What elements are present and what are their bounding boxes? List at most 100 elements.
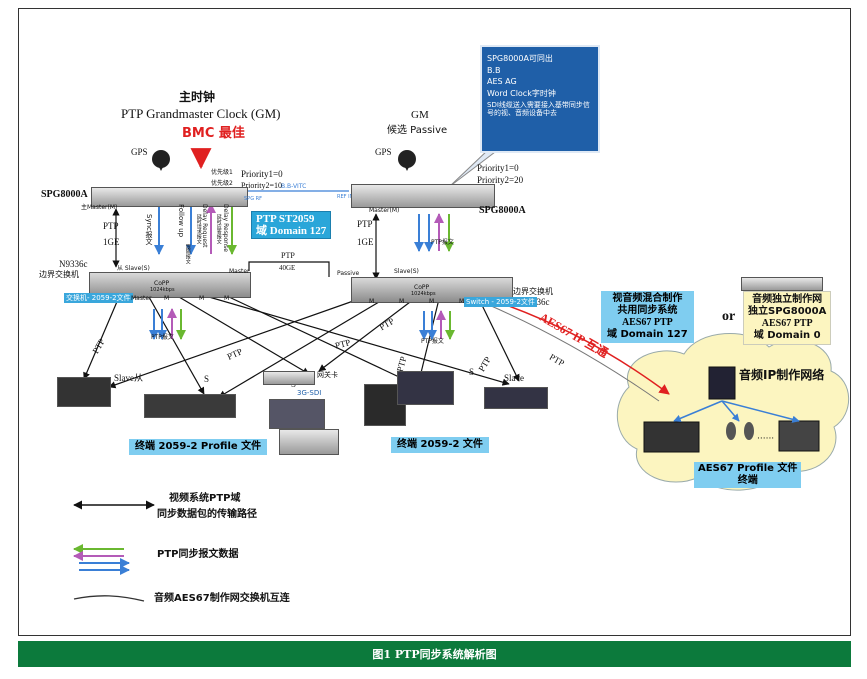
interlink-ptp: PTP (281, 251, 295, 260)
legend-aes-line (73, 595, 145, 602)
audio-link-2 (721, 400, 740, 422)
figure-caption: 图1 PTP同步系统解析图 (18, 641, 851, 667)
gm2-priority2: Priority2=20 (477, 175, 524, 185)
s-label-4: S (469, 367, 475, 377)
legend-domain-l1: 视频系统PTP域 (169, 493, 241, 504)
gm-priority2: Priority2=10 (241, 181, 282, 190)
delay-response-label: Delay Response (221, 204, 229, 252)
note-item-0: SPG8000A可同出 (487, 54, 553, 63)
server-device (364, 384, 406, 426)
sw2-role: 边界交换机 (513, 287, 553, 296)
sw1-model: N9336c (59, 259, 88, 269)
gm-title-cn: 主时钟 (179, 90, 216, 104)
right-term-device (484, 387, 548, 409)
note-item-4: SDI线缆送入需要接入基带同步信号的视、音频设备中去 (487, 101, 590, 118)
terminal-right-label: 终端 2059-2 文件 (391, 437, 489, 453)
follow-up-label: Follow up (177, 204, 186, 238)
sync-label: Sync报文 (145, 214, 154, 245)
sw2-port-m2: M (399, 298, 405, 305)
microphone-icon-1 (726, 422, 736, 440)
sdi-label: 3G-SDI (297, 389, 322, 397)
sw1-port-master: Master (131, 295, 152, 302)
diagram-canvas (73, 148, 850, 602)
left-to-server (228, 296, 415, 385)
sw2-slave: Slave(S) (394, 268, 419, 275)
sdi-device (279, 429, 339, 455)
audio-router (708, 366, 736, 400)
diagram-frame: 主时钟 PTP Grandmaster Clock (GM) BMC 最佳 GP… (18, 8, 851, 636)
shared-l3: AES67 PTP (621, 317, 673, 328)
sw2-profile-tag: Switch - 2059-2文件 (464, 297, 537, 308)
gm2-priority1: Priority1=0 (477, 163, 519, 173)
independent-box: 音频独立制作网 独立SPG8000A AES67 PTP 域 Domain 0 (743, 291, 832, 345)
follow-up-cn: 跟随报文 (184, 244, 191, 264)
gm2-ptp-label: PTP (357, 219, 373, 229)
note-item-1: B.B (487, 66, 501, 75)
bmc-label: BMC 最佳 (182, 126, 245, 141)
gm2-subtitle: 候选 Passive (387, 125, 448, 136)
note-item-3: Word Clock字时钟 (487, 89, 556, 98)
indep-l3: AES67 PTP (761, 318, 813, 329)
sw1-port-m2: M (199, 295, 205, 302)
gm-master-port: 主Master(M) (81, 204, 118, 211)
legend-domain-l2: 同步数据包的传输路径 (157, 509, 257, 520)
gps-pin-1 (155, 159, 167, 171)
indep-l4: 域 Domain 0 (753, 330, 821, 341)
bb-link-label: B.B-VITC (281, 183, 307, 190)
indep-l2: 独立SPG8000A (748, 306, 827, 317)
sw1-role: 边界交换机 (39, 270, 79, 279)
audio-link-1 (673, 400, 723, 422)
gm-ige-label: 1GE (103, 237, 120, 247)
switch-interlink (248, 261, 330, 277)
gm-priority1: Priority1=0 (241, 169, 283, 179)
ptp-domain-l1: PTP ST2059 (256, 213, 315, 225)
ptp-domain-l2: 域 Domain 127 (256, 225, 327, 238)
gm2-model: SPG8000A (479, 205, 526, 216)
sw2-passive: Passive (337, 270, 360, 277)
audio-spg-device (741, 277, 823, 291)
gm-backup-device (351, 184, 495, 208)
gm-main-device (91, 187, 248, 207)
sw1-slave: 从 Slave(S) (117, 265, 150, 272)
shared-sync-box: 视音频混合制作 共用同步系统 AES67 PTP 域 Domain 127 (601, 291, 694, 343)
audio-net-dots: ······ (757, 434, 775, 444)
left-to-panel (148, 296, 205, 395)
right-to-camera (108, 298, 360, 389)
sw1-copp: CoPP (154, 280, 170, 287)
gps-label-2: GPS (375, 147, 392, 157)
sw2-msg: PTP报文 (421, 338, 444, 345)
camera-slave-label: Slave从 (114, 373, 143, 383)
camera-device (57, 377, 111, 407)
audio-net-title: 音频IP制作网络 (739, 368, 825, 382)
gm-title-en: PTP Grandmaster Clock (GM) (121, 106, 281, 121)
audio-console (643, 421, 700, 453)
sw1-profile-tag: 交换机- 2059-2文件 (64, 293, 133, 304)
right-to-panel (218, 298, 385, 398)
right-to-gateway (318, 298, 415, 372)
spg-note-box: SPG8000A可同出 B.B AES AG Word Clock字时钟 SDI… (480, 45, 600, 153)
panel-device (144, 394, 236, 418)
note-item-2: AES AG (487, 77, 517, 86)
audio-link-3 (721, 400, 800, 423)
or-label: or (722, 309, 736, 324)
gm-pri-label2: 优先级2 (211, 180, 233, 187)
delay-request-label: Delay Request (200, 204, 208, 248)
gm-main-model: SPG8000A (41, 189, 88, 200)
gm2-master-port: Master(M) (369, 207, 400, 214)
sw2-copp: CoPP (414, 284, 430, 291)
left-to-camera (83, 296, 120, 380)
gm2-ige-label: 1GE (357, 237, 374, 247)
right-to-rightterm (478, 298, 520, 382)
shared-l1: 视音频混合制作 (612, 293, 683, 304)
sw1-port-m3: M (224, 295, 230, 302)
aes67-profile-l1: AES67 Profile 文件 (698, 463, 798, 474)
shared-l2: 共用同步系统 (617, 305, 678, 316)
right-to-server (417, 298, 440, 382)
gateway-device (263, 371, 315, 385)
gm-pri-label1: 优先级1 (211, 169, 233, 176)
sw2-port-m3: M (429, 298, 435, 305)
indep-l1: 音频独立制作网 (752, 294, 823, 305)
legend-msg: PTP同步报文数据 (157, 549, 239, 560)
sw2-port-m1: M (369, 298, 375, 305)
